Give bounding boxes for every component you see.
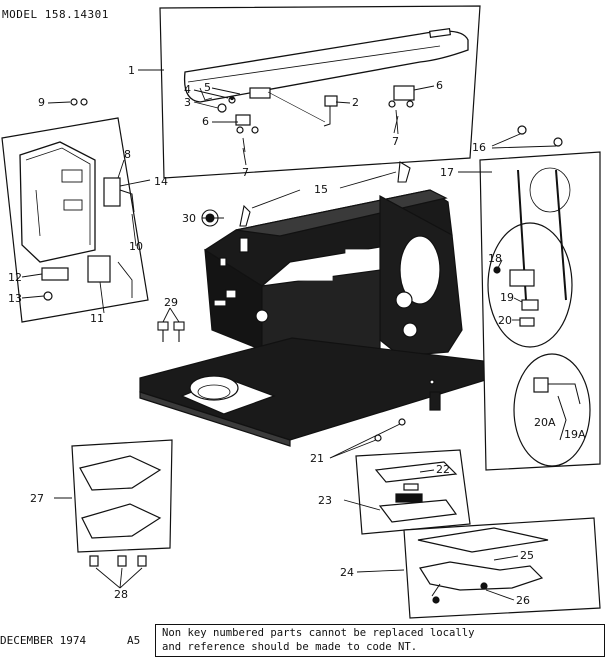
callout-23: 23 — [318, 494, 332, 507]
callout-30: 30 — [182, 212, 196, 225]
callout-labels: 1 2 3 4 5 6 6 7 7 8 9 10 11 12 13 14 15 … — [8, 64, 586, 607]
callout-4: 4 — [184, 83, 191, 96]
callout-22: 22 — [436, 463, 450, 476]
callout-6b: 6 — [202, 115, 209, 128]
callout-20: 20 — [498, 314, 512, 327]
machine-bed — [139, 337, 493, 447]
callout-14: 14 — [154, 175, 168, 188]
revision-date: DECEMBER 1974 — [0, 634, 87, 647]
callout-10: 10 — [129, 240, 143, 253]
callout-21: 21 — [310, 452, 324, 465]
callout-7a: 7 — [242, 166, 249, 179]
callout-5: 5 — [204, 81, 211, 94]
callout-8: 8 — [124, 148, 131, 161]
callout-19a: 19A — [564, 428, 586, 441]
slide-plate-group — [355, 418, 471, 535]
callout-17: 17 — [440, 166, 454, 179]
parts-note: Non key numbered parts cannot be replace… — [155, 624, 605, 657]
callout-25: 25 — [520, 549, 534, 562]
callout-19: 19 — [500, 291, 514, 304]
callout-18: 18 — [488, 252, 502, 265]
callout-3: 3 — [184, 96, 191, 109]
callout-15: 15 — [314, 183, 328, 196]
callout-9: 9 — [38, 96, 45, 109]
callout-13: 13 — [8, 292, 22, 305]
parts-note-line-2: and reference should be made to code NT. — [162, 641, 418, 653]
throat-plate-group — [403, 517, 601, 619]
leader-lines — [21, 69, 557, 601]
page-number: A5 — [127, 634, 141, 647]
callout-27: 27 — [30, 492, 44, 505]
presser-bar-group — [479, 125, 601, 471]
model-number: MODEL 158.14301 — [2, 8, 109, 21]
callout-20a: 20A — [534, 416, 556, 429]
side-cover-group — [1, 98, 149, 323]
callout-12: 12 — [8, 271, 22, 284]
callout-28: 28 — [114, 588, 128, 601]
callout-2: 2 — [352, 96, 359, 109]
bottom-plates-group — [71, 439, 173, 567]
callout-26: 26 — [516, 594, 530, 607]
callout-24: 24 — [340, 566, 354, 579]
callout-6a: 6 — [436, 79, 443, 92]
parts-note-line-1: Non key numbered parts cannot be replace… — [162, 627, 475, 639]
callout-29: 29 — [164, 296, 178, 309]
callout-7b: 7 — [392, 135, 399, 148]
callout-1: 1 — [128, 64, 135, 77]
callout-11: 11 — [90, 312, 104, 325]
machine-head-casting — [204, 189, 463, 357]
callout-16: 16 — [472, 141, 486, 154]
